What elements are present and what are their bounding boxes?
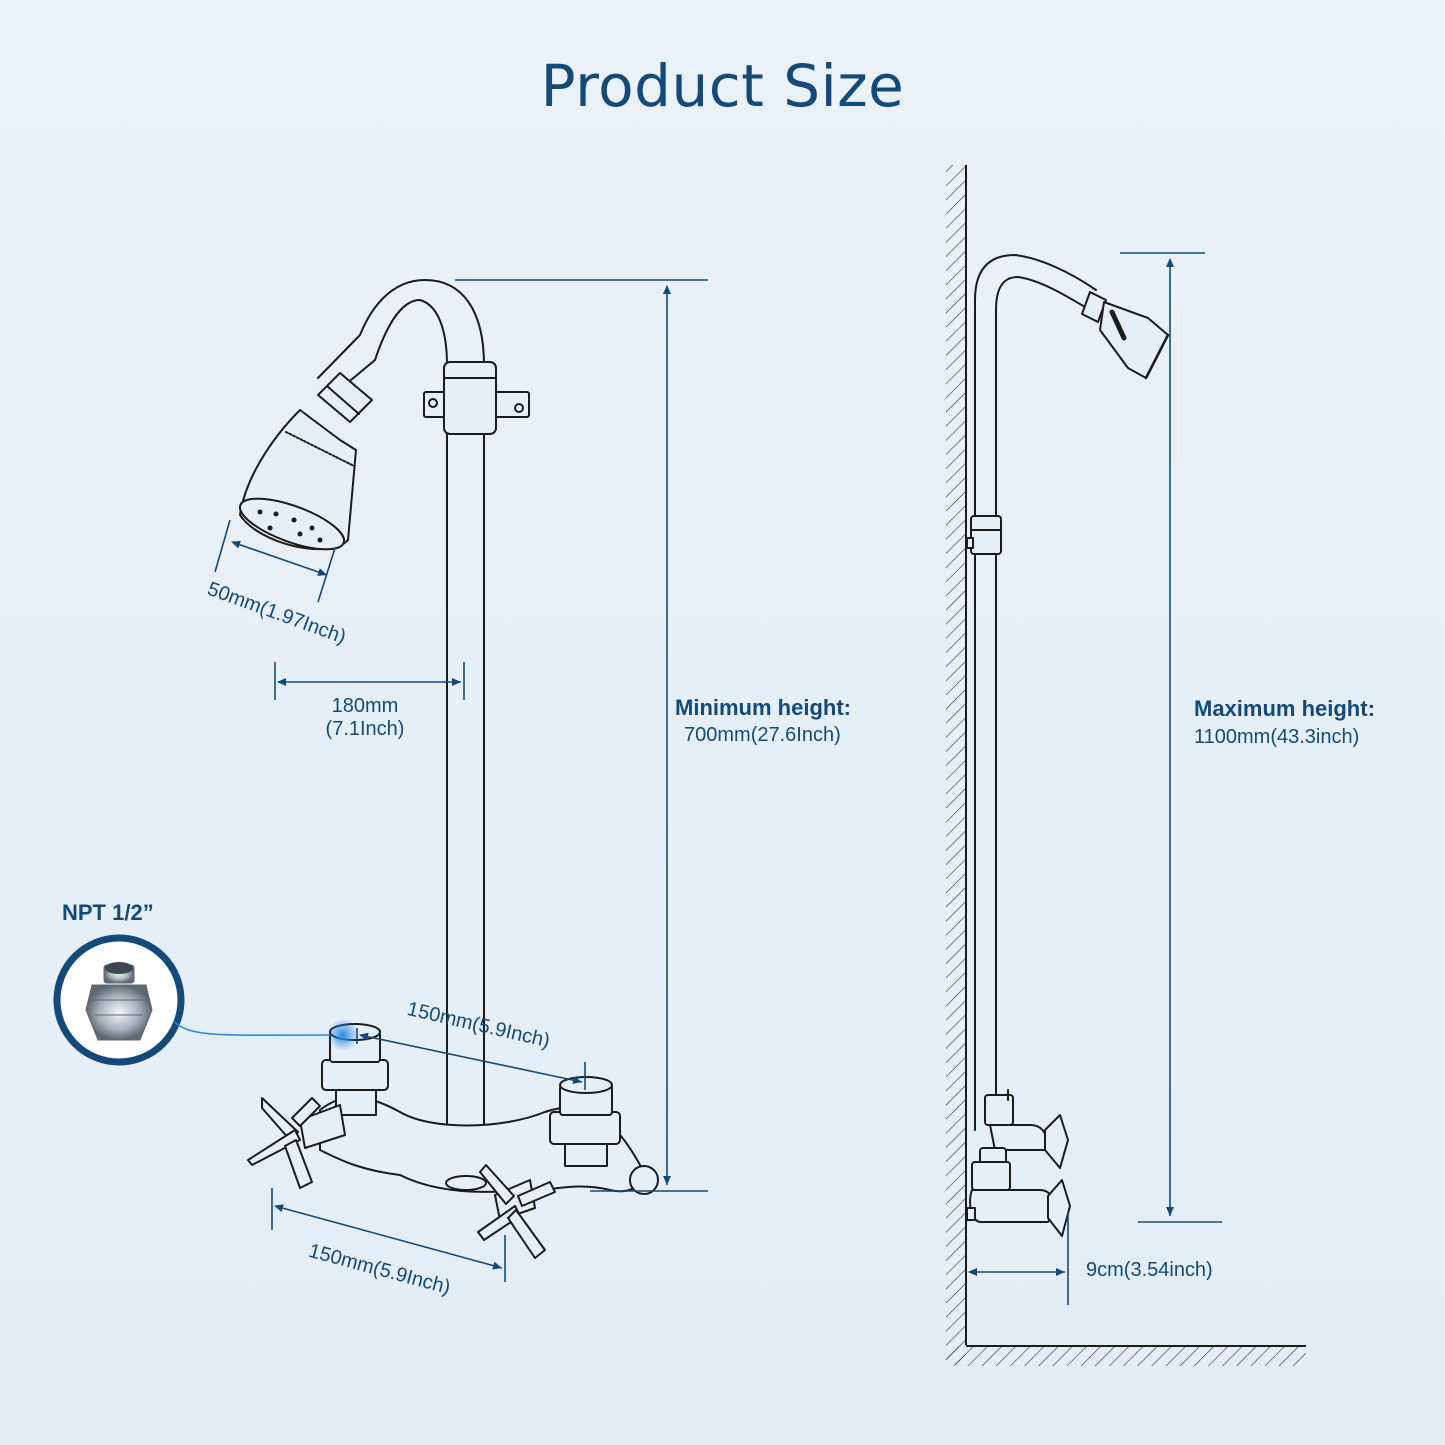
max-height-title: Maximum height:: [1194, 696, 1375, 721]
side-dimension-lines: [968, 252, 1222, 1305]
wall-offset-label: 9cm(3.54inch): [1086, 1259, 1213, 1281]
min-height-value: 700mm(27.6Inch): [684, 724, 841, 746]
handle-spacing-arrow: [274, 1204, 503, 1270]
arm-reach-inch: (7.1Inch): [325, 718, 405, 740]
max-height-value: 1100mm(43.3inch): [1194, 726, 1360, 748]
connector-callout: [53, 934, 331, 1066]
side-riser-pipe: [974, 299, 997, 1131]
left-cross-handle: [247, 1097, 346, 1189]
min-height-title: Minimum height:: [675, 695, 851, 720]
front-view-shower: [238, 279, 659, 1259]
front-dimension-lines: [214, 279, 708, 1282]
floor: [946, 1346, 1306, 1366]
left-inlet: [321, 1059, 389, 1091]
wall: [946, 165, 966, 1365]
side-lower-handle: [1047, 1179, 1071, 1237]
arm-reach-mm: 180mm: [331, 695, 399, 717]
right-inlet: [549, 1111, 621, 1145]
gooseneck-bend: [317, 279, 485, 396]
head-diameter-arrow: [231, 540, 328, 576]
side-upper-handle: [1044, 1114, 1069, 1169]
side-view-shower: [966, 254, 1170, 1237]
inlet-spacing-arrow: [359, 1032, 583, 1085]
connector-label: NPT 1/2”: [62, 900, 154, 925]
side-view: [946, 165, 1306, 1366]
arm-reach-label: 180mm (7.1Inch): [305, 695, 425, 741]
riser-pipe: [446, 427, 485, 1161]
inlet-highlight: [327, 1019, 359, 1051]
connector-photo: [85, 962, 153, 1041]
page-title: Product Size: [540, 52, 905, 120]
